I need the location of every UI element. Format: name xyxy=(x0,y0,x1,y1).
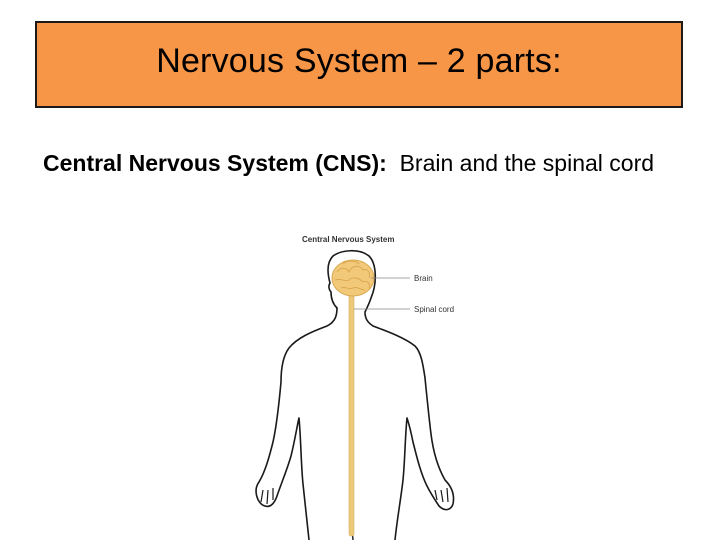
spinal-cord xyxy=(348,291,355,537)
brain xyxy=(331,259,375,297)
cns-diagram: Central Nervous System Brain Spinal cord xyxy=(255,235,455,540)
right-hand-detail xyxy=(434,487,449,503)
body-outline-left xyxy=(255,307,338,540)
body-spacer xyxy=(387,150,400,176)
spinal-cord-label: Spinal cord xyxy=(414,305,454,314)
body-definition: Brain and the spinal cord xyxy=(399,150,655,176)
body-outline xyxy=(327,249,455,540)
slide-title: Nervous System – 2 parts: xyxy=(156,42,562,80)
slide-body-text: Central Nervous System (CNS): Brain and … xyxy=(43,149,683,178)
slide-title-box: Nervous System – 2 parts: xyxy=(35,21,683,108)
figure-caption: Central Nervous System xyxy=(302,235,394,244)
body-term: Central Nervous System (CNS): xyxy=(43,150,387,176)
cns-figure: Central Nervous System Brain Spinal cord xyxy=(255,228,485,540)
brain-label: Brain xyxy=(414,274,433,283)
left-hand-detail xyxy=(260,488,274,505)
